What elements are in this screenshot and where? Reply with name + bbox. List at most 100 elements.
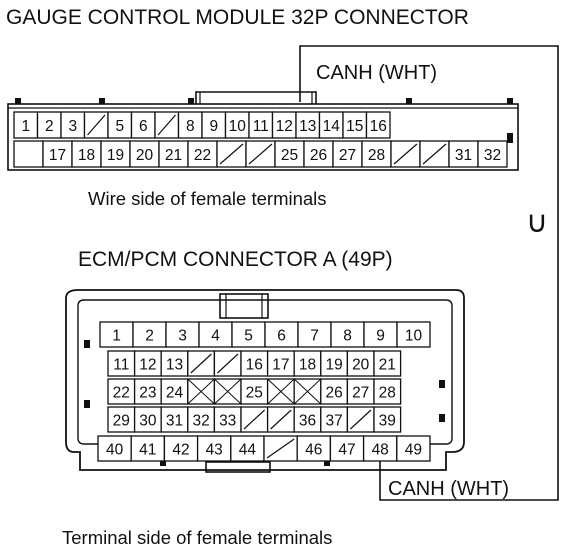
gauge-row2-pin-label: 25 [281,147,298,164]
ecm-row1-cell: 4 [198,321,233,348]
gauge-row2-cell: 22 [187,140,218,168]
ecm-row3-pin-label: 24 [166,385,184,402]
ecm-row5-pin-label: 43 [206,442,223,459]
gauge-row2-cell [245,140,276,168]
gauge-row2-pin-label: 22 [194,147,211,164]
ecm-row2-cell: 11 [107,350,136,377]
ecm-row4-cell: 39 [373,406,402,433]
gauge-row1-pin-label: 9 [209,118,218,135]
ecm-row5-cell: 44 [230,435,265,462]
ecm-row3-cell: 22 [107,378,136,405]
ecm-row4-cell: 33 [213,406,242,433]
gauge-row1-cell: 1 [13,111,39,139]
gauge-row1-pin-label: 15 [346,118,363,135]
gauge-row2-cell [390,140,421,168]
ecm-row2-pin-label: 13 [166,357,183,374]
gauge-row2-pin-label: 17 [49,147,66,164]
gauge-row2-pin-label: 18 [78,147,95,164]
ecm-row4-pin-label: 33 [219,413,236,430]
gauge-row1-pin-label: 3 [68,118,77,135]
ecm-row1-cell: 10 [396,321,431,348]
continuity-symbol: ∪ [526,206,548,239]
gauge-row1-pin-label: 2 [45,118,54,135]
gauge-row2-cell: 21 [158,140,189,168]
ecm-row5-pin-label: 41 [139,442,156,459]
ecm-row5-pin-label: 49 [405,442,422,459]
gauge-row2-cell [419,140,450,168]
ecm-row2-pin-label: 12 [139,357,156,374]
gauge-row2-cell: 32 [477,140,508,168]
gauge-row2-cell [216,140,247,168]
gauge-row2-pin-label: 21 [165,147,182,164]
ecm-row4-cell [240,406,269,433]
canh-wire-path [299,45,559,501]
ecm-row4-cell: 36 [293,406,322,433]
gauge-row2-pin-label: 19 [107,147,124,164]
gauge-row1-cell: 3 [60,111,86,139]
gauge-row2-pin-label: 31 [455,147,472,164]
ecm-row5-cell: 43 [196,435,232,462]
ecm-row2-cell [213,350,242,377]
gauge-row1-pin-label: 11 [253,118,269,135]
ecm-row3-cell [187,378,216,405]
gauge-row1-pin-label: 10 [229,118,247,135]
ecm-row2-cell: 21 [373,350,402,377]
ecm-row3-cell: 28 [373,378,402,405]
gauge-row2-cell: 27 [332,140,363,168]
ecm-row5-pin-label: 46 [305,442,322,459]
ecm-row1-pin-label: 5 [244,328,253,345]
ecm-row5-pin-label: 40 [106,442,124,459]
gauge-row1-cell: 8 [177,111,203,139]
gauge-row2-pin-label: 27 [339,147,356,164]
gauge-connector-title: GAUGE CONTROL MODULE 32P CONNECTOR [6,6,469,29]
gauge-row1-pin-label: 12 [276,118,293,135]
ecm-row4-pin-label: 37 [325,413,342,430]
gauge-row1-cell: 6 [130,111,156,139]
gauge-row1-cell [83,111,109,139]
ecm-row5-cell: 41 [130,435,166,462]
ecm-connector-title: ECM/PCM CONNECTOR A (49P) [78,248,393,271]
ecm-row3-pin-label: 26 [325,385,342,402]
gauge-row2-pin-label: 20 [136,147,154,164]
gauge-row2-cell: 19 [100,140,131,168]
ecm-row2-pin-label: 11 [113,357,129,374]
gauge-row2-pin-label: 28 [368,147,385,164]
ecm-row3-pin-label: 28 [379,385,396,402]
ecm-row3-cell: 24 [160,378,189,405]
gauge-connector-housing [7,91,519,171]
ecm-row2-cell: 20 [346,350,375,377]
gauge-row1-cell: 15 [342,111,368,139]
gauge-row2-cell: 17 [42,140,73,168]
gauge-row1-cell: 5 [107,111,133,139]
gauge-row1-cell: 2 [36,111,62,139]
ecm-row4-pin-label: 36 [299,413,316,430]
ecm-row4-cell: 37 [320,406,349,433]
ecm-row5-pin-label: 44 [239,442,257,459]
ecm-row2-cell: 17 [266,350,295,377]
gauge-row1-pin-label: 6 [139,118,148,135]
gauge-row2-cell: 26 [303,140,334,168]
gauge-row1-pin-label: 1 [21,118,30,135]
ecm-row5-cell: 46 [296,435,332,462]
ecm-row3-pin-label: 27 [352,385,369,402]
ecm-row5-cell [263,435,298,462]
ecm-row5-pin-label: 47 [338,442,355,459]
ecm-row4-cell: 30 [133,406,162,433]
gauge-row1-cell: 16 [365,111,391,139]
ecm-row2-cell: 13 [160,350,189,377]
ecm-row4-pin-label: 32 [192,413,209,430]
ecm-side-note: Terminal side of female terminals [62,527,332,548]
gauge-row1-pin-label: 8 [186,118,195,135]
ecm-row3-pin-label: 22 [113,385,130,402]
gauge-row2-pin-label: 26 [310,147,327,164]
gauge-row1-cell: 9 [201,111,227,139]
gauge-row1-cell [154,111,180,139]
gauge-row1-cell: 11 [248,111,274,139]
ecm-row1-pin-label: 6 [277,328,286,345]
ecm-row3-cell: 23 [133,378,162,405]
ecm-row2-cell: 16 [240,350,269,377]
ecm-row2-pin-label: 18 [299,357,316,374]
ecm-row1-cell: 6 [264,321,299,348]
ecm-row2-cell [187,350,216,377]
ecm-row1-pin-label: 2 [145,328,154,345]
